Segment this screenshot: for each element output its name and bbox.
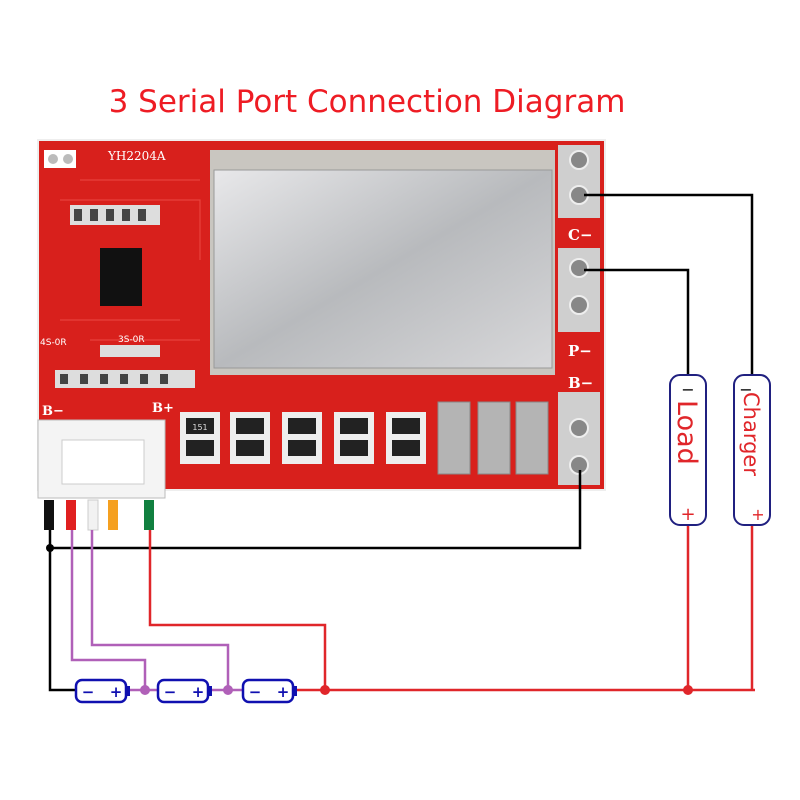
wire-c-minus [584,193,754,378]
wire-b-plus [148,530,327,690]
charger-plus: + [751,505,764,524]
battery-minus: − [249,683,262,701]
b-plus-pad-label: B+ [152,401,174,416]
b-minus-pad-label: B− [42,404,64,419]
charger-label: Charger [739,392,763,476]
board-model: YH2204A [107,149,166,163]
c-minus-label: C− [568,226,593,244]
load-terminal: − + Load [669,374,707,526]
battery-3: − + [241,678,297,704]
diagram-title: 3 Serial Port Connection Diagram [109,84,626,120]
battery-plus: + [110,683,123,701]
balance-connector [37,419,166,531]
load-minus: − [681,380,694,399]
battery-2: − + [156,678,212,704]
charger-terminal: − + Charger [733,374,771,526]
ic-chip [100,248,142,306]
junction-dots [46,544,693,695]
wire-balance-1 [70,530,147,690]
battery-plus: + [277,683,290,701]
battery-plus: + [192,683,205,701]
load-label: Load [671,400,702,465]
load-plus: + [680,504,695,525]
wire-balance-2 [90,530,230,690]
resistor-label-3s: 3S-0R [118,335,145,345]
battery-minus: − [82,683,95,701]
mosfet-row: 151 [180,401,549,475]
battery-minus: − [164,683,177,701]
charger-minus: − [739,380,752,399]
resistor-label-4s: 4S-0R [40,338,67,348]
wire-b-minus [48,530,78,692]
wire-positive-leads [686,525,754,690]
heatsink [213,169,553,369]
battery-1: − + [74,678,130,704]
mosfet-label: 151 [192,423,207,432]
wire-board-b-minus [50,470,582,550]
b-minus-label: B− [568,374,593,392]
p-minus-label: P− [568,342,592,360]
wire-p-minus [584,268,690,378]
output-terminals: C− P− B− [558,145,600,485]
